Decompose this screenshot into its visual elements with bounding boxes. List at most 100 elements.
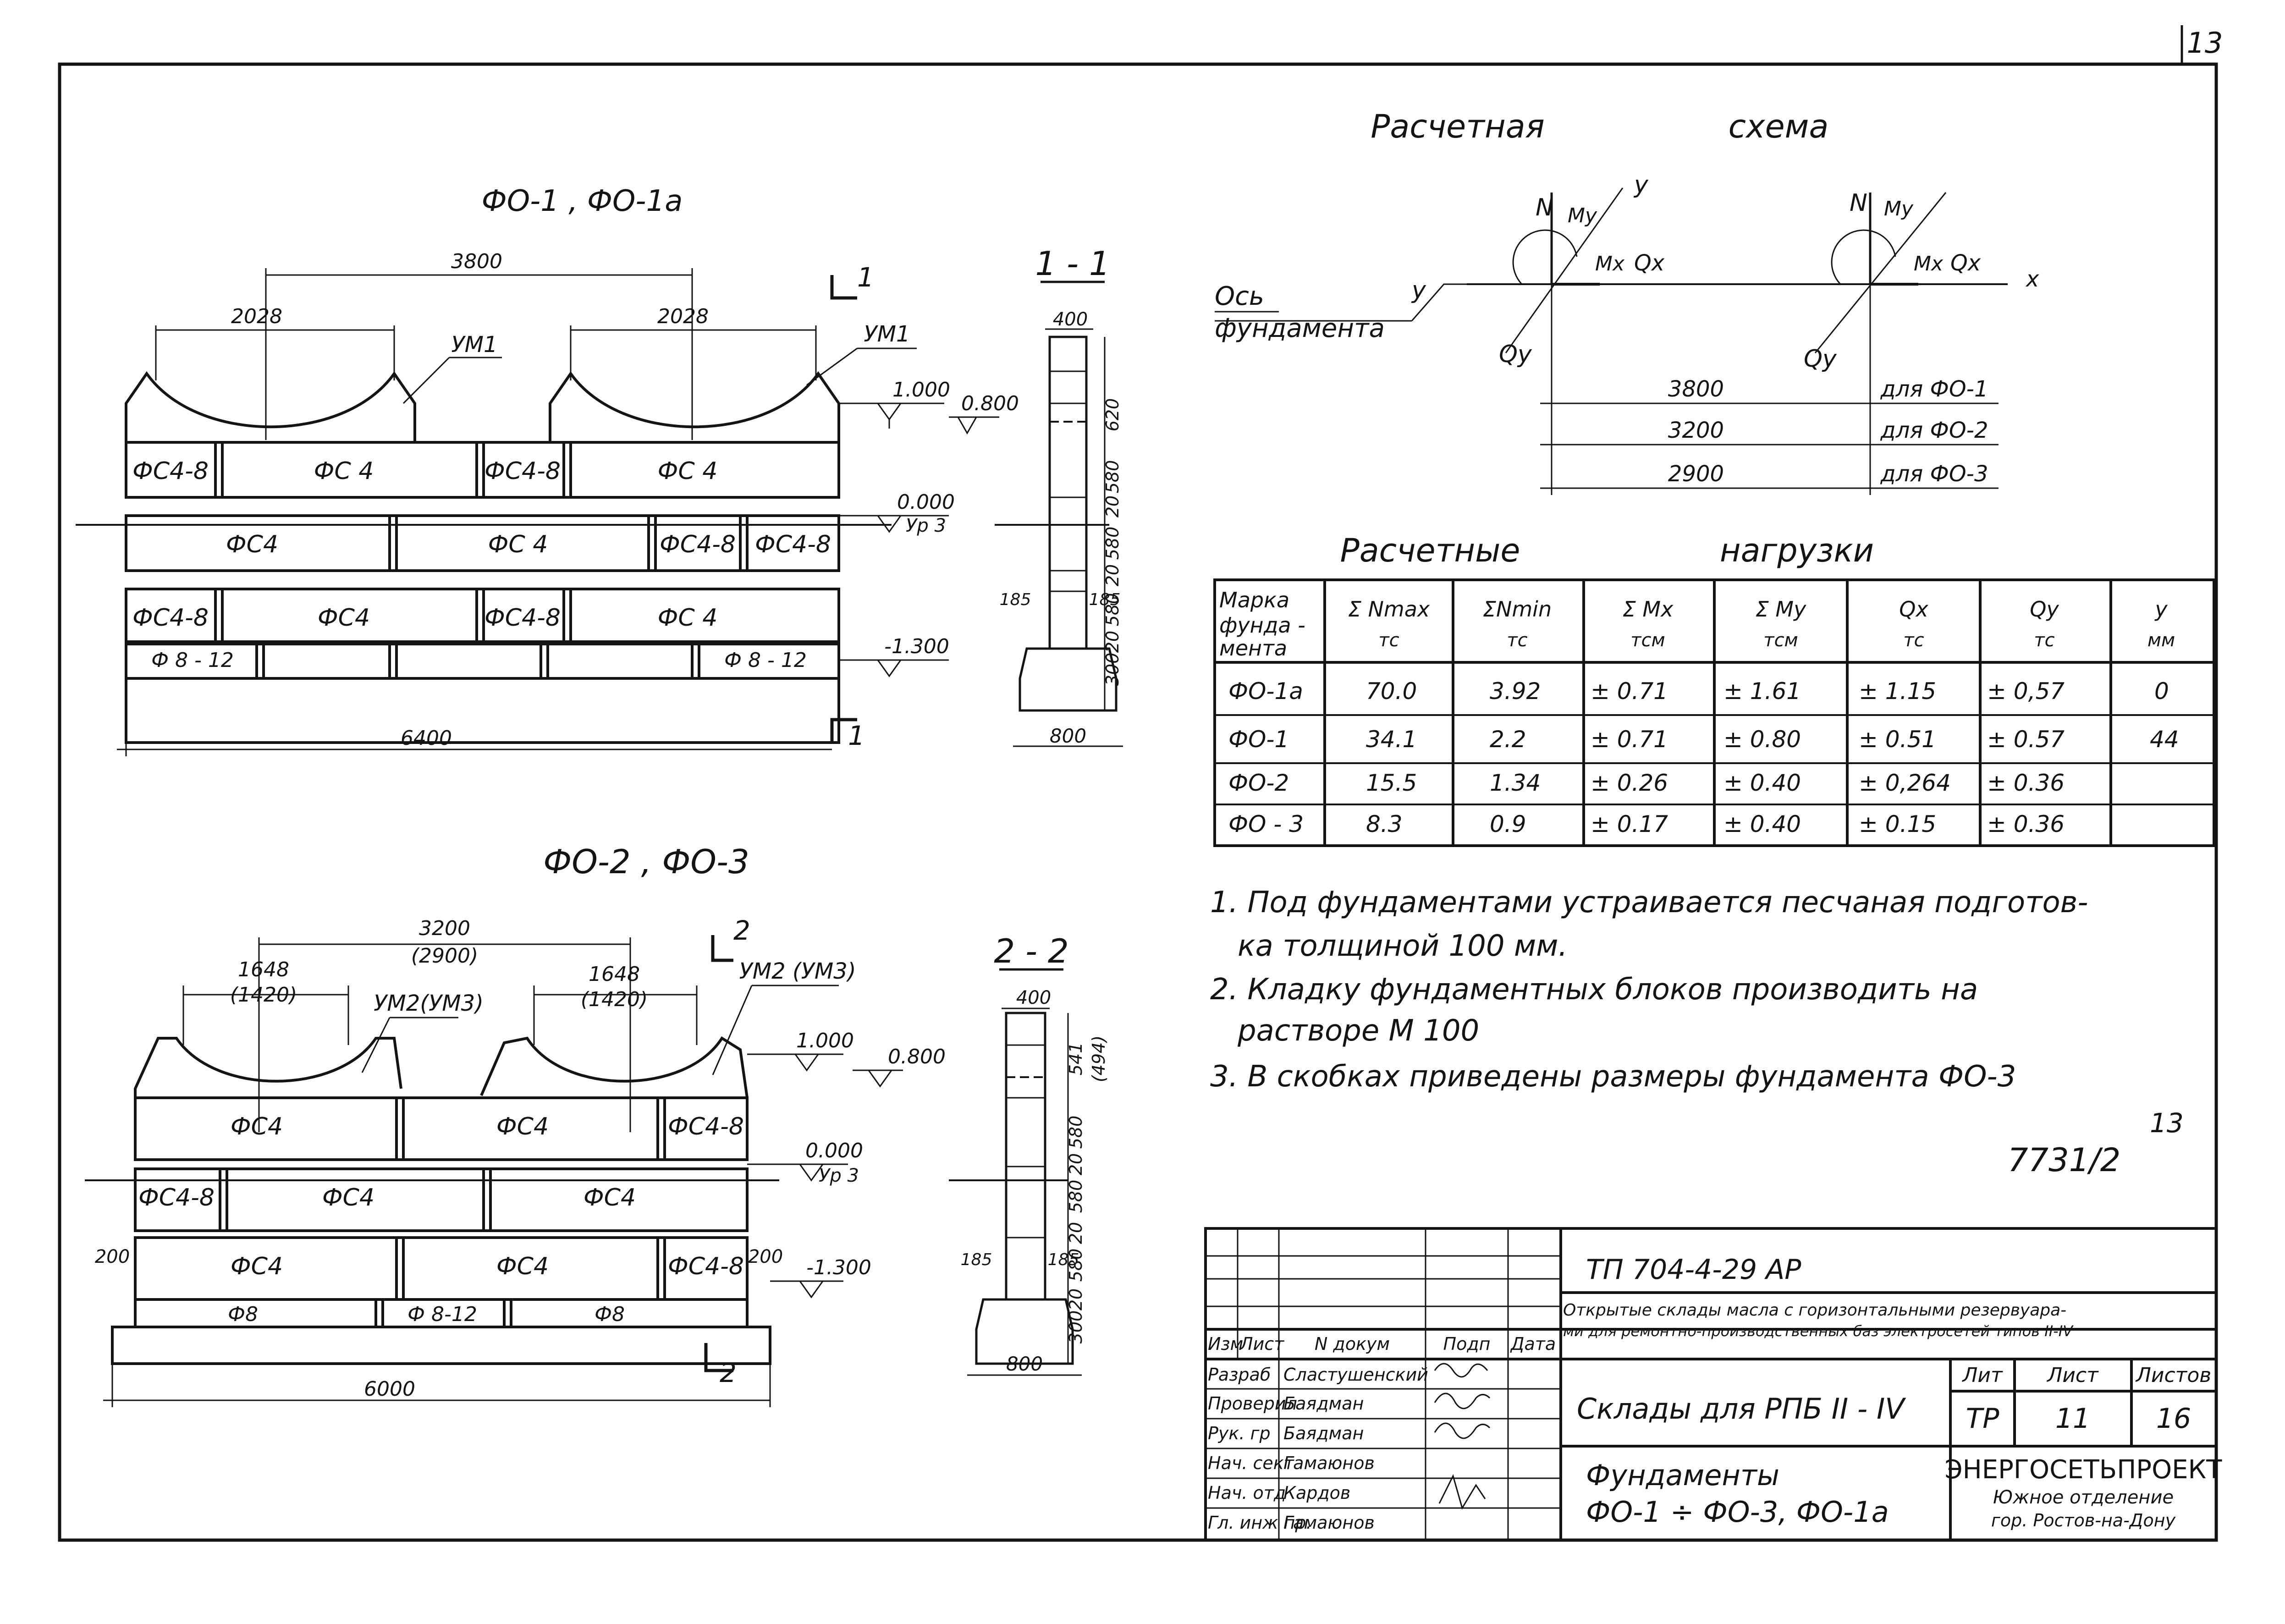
note-line: 1. Под фундаментами устраивается песчана… bbox=[1210, 886, 2088, 919]
loads-table: Расчетные нагрузки Марка фунда - мента Σ… bbox=[1213, 532, 2215, 847]
fo2-level-0800: 0.800 bbox=[888, 1045, 946, 1068]
loads-cell: 1.34 bbox=[1490, 770, 1541, 796]
archive-number: 7731/2 bbox=[2008, 1141, 2120, 1179]
loads-header: Σ Mx bbox=[1623, 597, 1674, 622]
section-2-2-base-width: 800 bbox=[1006, 1353, 1043, 1375]
fo1-um-left: УМ1 bbox=[451, 332, 497, 358]
loads-cell: ± 0.15 bbox=[1859, 811, 1936, 837]
stamp-header: Лист bbox=[1239, 1334, 1285, 1354]
section-2-2-h580: 580 bbox=[1066, 1180, 1086, 1213]
loads-cell: ± 0.36 bbox=[1987, 811, 2065, 837]
fo1-block: ФС4 bbox=[318, 604, 370, 632]
stamp-org-sub: гор. Ростов-на-Дону bbox=[1991, 1510, 2176, 1530]
fo1-footing: Ф 8 - 12 bbox=[151, 649, 234, 672]
section-1-1-h300: 300 bbox=[1102, 653, 1123, 686]
fo1-section-mark-bottom: 1 bbox=[848, 720, 865, 751]
section-1-1-h620: 620 bbox=[1102, 398, 1123, 432]
loads-header: Qx bbox=[1899, 597, 1928, 622]
fo1-dim-saddle-left: 2028 bbox=[231, 305, 282, 328]
fo2-base-length: 6000 bbox=[364, 1377, 415, 1401]
loads-cell: ± 0.17 bbox=[1591, 811, 1668, 837]
stamp-role: Гл. инж пр. bbox=[1208, 1513, 1312, 1533]
fo2-block: ФС4-8 bbox=[668, 1253, 744, 1280]
loads-cell: ± 0.80 bbox=[1723, 726, 1801, 753]
section-1-1-h580: 580 bbox=[1102, 593, 1123, 627]
scheme-dim-note: для ФО-2 bbox=[1880, 418, 1988, 443]
stamp-name: Баядман bbox=[1283, 1423, 1364, 1443]
section-1-1-offset-left: 185 bbox=[1000, 590, 1031, 609]
stamp-name: Баядман bbox=[1283, 1393, 1364, 1414]
section-2-2-top-width: 400 bbox=[1016, 987, 1051, 1008]
fo1-level-m1300: -1.300 bbox=[884, 635, 949, 658]
loads-header-unit: тс bbox=[1903, 630, 1924, 651]
fo1-block: ФС4-8 bbox=[132, 604, 209, 632]
fo2-um-right: УМ2 (УМ3) bbox=[739, 958, 856, 984]
fo2-dim-total-alt: (2900) bbox=[411, 944, 478, 968]
fo2-elevation: ФО-2 , ФО-3 3200 (2900) 1648 (1420) 1648… bbox=[85, 842, 946, 1407]
fo2-dim-saddle-left: 1648 bbox=[238, 958, 289, 981]
stamp-header: Дата bbox=[1510, 1334, 1556, 1354]
sheet-number: 13 bbox=[2187, 26, 2223, 60]
loads-title-word2: нагрузки bbox=[1720, 532, 1874, 569]
fo1-saddle-right bbox=[549, 371, 840, 442]
scheme-X: х bbox=[2025, 266, 2039, 292]
loads-cell: ± 0.71 bbox=[1591, 678, 1668, 705]
loads-header: Марка bbox=[1219, 588, 1289, 612]
section-2-2-h580: 580 bbox=[1066, 1116, 1086, 1149]
note-line: 2. Кладку фундаментных блоков производит… bbox=[1210, 973, 1978, 1007]
note-line: ка толщиной 100 мм. bbox=[1238, 929, 1568, 963]
fo2-section-mark-top: 2 bbox=[733, 915, 750, 946]
section-1-1-h580: 580 bbox=[1102, 527, 1123, 560]
fo2-footing: Ф 8-12 bbox=[407, 1303, 477, 1326]
fo2-level-1000: 1.000 bbox=[796, 1029, 854, 1052]
scheme-dim-note: для ФО-1 bbox=[1880, 376, 1988, 402]
scheme-dim-note: для ФО-3 bbox=[1880, 461, 1988, 487]
stamp-org-name: ЭНЕРГОСЕТЬПРОЕКТ bbox=[1944, 1455, 2222, 1485]
stamp-drawing-title: ФО-1 ÷ ФО-3, ФО-1а bbox=[1586, 1495, 1889, 1529]
fo1-section-mark-top: 1 bbox=[857, 262, 874, 293]
fo2-section-mark-bottom: 2 bbox=[720, 1357, 737, 1388]
loads-cell: ФО-1а bbox=[1228, 678, 1303, 705]
loads-header-unit: тсм bbox=[1630, 630, 1665, 651]
section-1-1-offset-right: 185 bbox=[1089, 590, 1121, 609]
note-line: 3. В скобках приведены размеры фундамент… bbox=[1210, 1060, 2016, 1094]
fo1-level-0000: 0.000 bbox=[897, 490, 955, 514]
fo1-block: ФС4 bbox=[226, 531, 278, 558]
fo2-dim-saddle-left-alt: (1420) bbox=[230, 983, 297, 1007]
handwritten-page: 13 bbox=[2150, 1107, 2184, 1139]
fo1-block: ФС 4 bbox=[488, 531, 548, 558]
scheme-axis-label: Ось bbox=[1215, 281, 1264, 311]
section-2-2-joint: 20 bbox=[1066, 1222, 1086, 1244]
stamp-role: Рук. гр bbox=[1208, 1423, 1271, 1443]
fo1-saddle-left bbox=[125, 371, 416, 442]
stamp-name: Сластушенский bbox=[1283, 1365, 1428, 1385]
fo1-block: ФС4-8 bbox=[132, 457, 209, 485]
scheme-Mx: Мх bbox=[1914, 252, 1944, 275]
section-1-1-title: 1 - 1 bbox=[1035, 244, 1110, 283]
stamp-sheets-value: 16 bbox=[2156, 1403, 2191, 1435]
section-2-2-h300: 300 bbox=[1066, 1310, 1086, 1344]
stamp-lit-label: Лит bbox=[1961, 1364, 2003, 1387]
fo2-title: ФО-2 , ФО-3 bbox=[543, 842, 749, 881]
fo1-block: ФС 4 bbox=[658, 457, 718, 485]
loads-cell: ± 1.15 bbox=[1859, 678, 1936, 705]
notes: 1. Под фундаментами устраивается песчана… bbox=[1210, 886, 2088, 1094]
loads-header-unit: тс bbox=[1378, 630, 1399, 651]
fo2-block: ФС4 bbox=[322, 1184, 374, 1211]
fo2-level-0000: 0.000 bbox=[805, 1139, 863, 1162]
scheme-My: Му bbox=[1884, 197, 1914, 220]
loads-cell: 8.3 bbox=[1366, 811, 1403, 837]
fo2-level-ur3: Ур 3 bbox=[819, 1165, 859, 1186]
fo2-block: ФС4 bbox=[231, 1113, 283, 1140]
loads-header: фунда - bbox=[1219, 613, 1305, 638]
loads-cell: 44 bbox=[2150, 726, 2179, 753]
stamp-header: N докум bbox=[1315, 1334, 1390, 1354]
loads-header: Σ My bbox=[1756, 597, 1806, 622]
stamp-org-sub: Южное отделение bbox=[1993, 1487, 2174, 1508]
loads-cell: ± 0.71 bbox=[1591, 726, 1668, 753]
loads-cell: 15.5 bbox=[1366, 770, 1417, 796]
fo2-dim-total: 3200 bbox=[419, 917, 470, 940]
fo1-dim-saddle-right: 2028 bbox=[657, 305, 709, 328]
fo1-elevation: ФО-1 , ФО-1а 3800 2028 2028 УМ1 УМ1 1 1 bbox=[76, 184, 1019, 756]
loads-cell: 0.9 bbox=[1490, 811, 1526, 837]
